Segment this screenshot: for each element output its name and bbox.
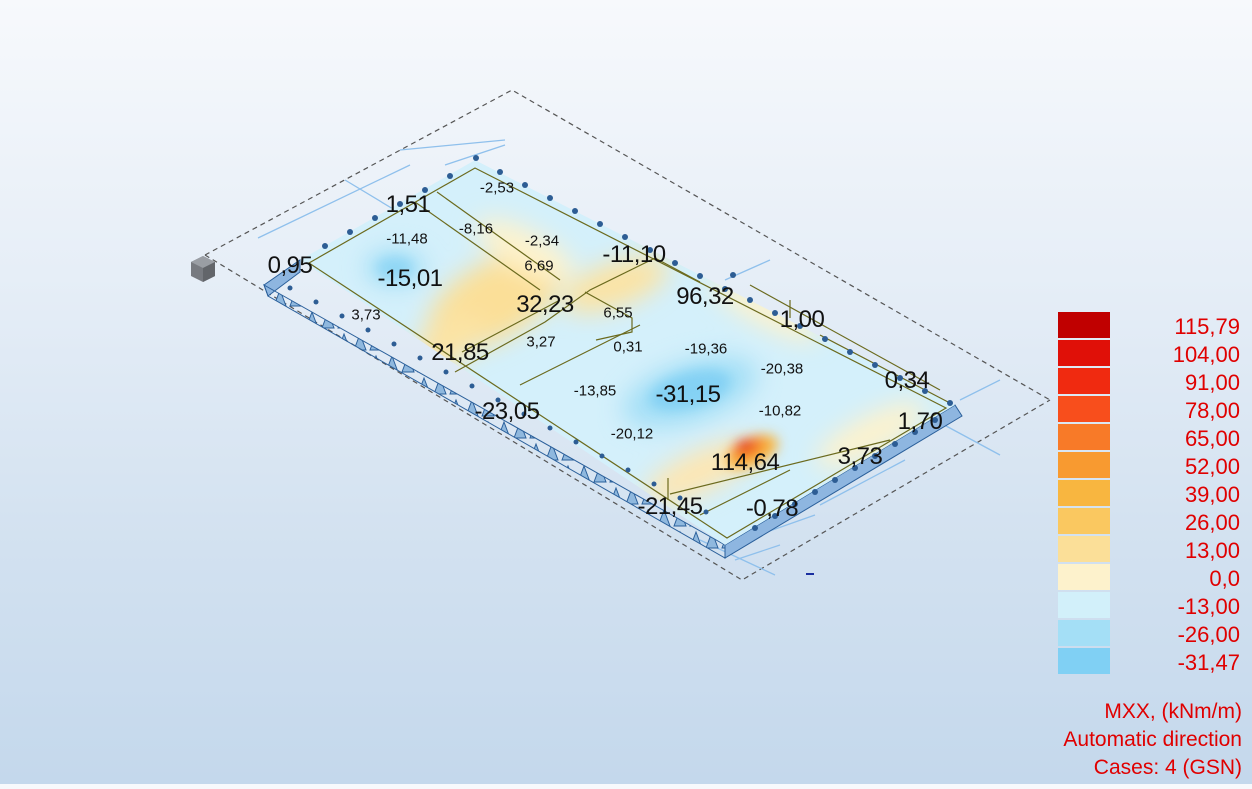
legend-value: 78,00 <box>1184 398 1240 423</box>
legend-cases: Cases: 4 (GSN) <box>1093 756 1242 779</box>
value-label: 3,73 <box>351 306 381 324</box>
legend-value: -13,00 <box>1177 594 1240 619</box>
legend-row: 91,00 <box>1058 368 1248 395</box>
value-label: 3,27 <box>526 333 556 351</box>
legend-direction: Automatic direction <box>1063 728 1242 751</box>
value-label: -2,53 <box>479 179 515 197</box>
legend-quantity: MXX, (kNm/m) <box>1104 700 1242 723</box>
value-label: -8,16 <box>458 220 494 238</box>
value-label: -0,78 <box>745 495 799 522</box>
value-label: 0,95 <box>267 252 313 279</box>
legend-value: 65,00 <box>1184 426 1240 451</box>
value-label: 0,31 <box>613 338 643 356</box>
value-label: 96,32 <box>676 283 734 310</box>
legend-row: 115,79 <box>1058 312 1248 339</box>
value-label: -2,34 <box>524 232 560 250</box>
legend-row: 13,00 <box>1058 536 1248 563</box>
legend-swatch <box>1058 536 1110 562</box>
legend-info: MXX, (kNm/m) Automatic direction Cases: … <box>1063 698 1242 782</box>
legend-value: 104,00 <box>1172 342 1240 367</box>
legend-row: 104,00 <box>1058 340 1248 367</box>
legend-swatch <box>1058 340 1110 366</box>
legend-swatch <box>1058 564 1110 590</box>
legend-swatch <box>1058 592 1110 618</box>
legend-value: 13,00 <box>1184 538 1240 563</box>
legend-row: 0,0 <box>1058 564 1248 591</box>
legend-swatch <box>1058 368 1110 394</box>
legend-swatch <box>1058 312 1110 338</box>
panel-lines <box>307 167 949 539</box>
legend-value: 39,00 <box>1184 482 1240 507</box>
legend-row: 65,00 <box>1058 424 1248 451</box>
value-label: 1,70 <box>897 408 943 435</box>
legend-swatch <box>1058 480 1110 506</box>
value-label: 21,85 <box>431 339 489 366</box>
legend-row: 39,00 <box>1058 480 1248 507</box>
legend-swatch <box>1058 396 1110 422</box>
value-label: -31,15 <box>655 381 721 408</box>
legend-row: -13,00 <box>1058 592 1248 619</box>
legend-row: 26,00 <box>1058 508 1248 535</box>
legend-value: -26,00 <box>1177 622 1240 647</box>
value-label: -21,45 <box>637 493 703 520</box>
legend-swatch <box>1058 648 1110 674</box>
value-label: 3,73 <box>837 443 883 470</box>
value-label: 32,23 <box>516 291 574 318</box>
legend-row: -26,00 <box>1058 620 1248 647</box>
legend-value: 115,79 <box>1174 314 1240 339</box>
value-label: -15,01 <box>377 265 443 292</box>
value-label: -10,82 <box>758 402 802 420</box>
value-label: -11,10 <box>602 241 666 268</box>
bounding-box-outline <box>204 89 1051 581</box>
value-label: -11,48 <box>386 230 428 248</box>
legend-value: 26,00 <box>1184 510 1240 535</box>
grid-axis-lines <box>257 139 1001 576</box>
value-label: -23,05 <box>474 398 540 425</box>
view-cube-icon[interactable] <box>188 254 218 284</box>
value-label: -19,36 <box>684 340 728 358</box>
legend-swatch <box>1058 452 1110 478</box>
legend-value: 91,00 <box>1184 370 1240 395</box>
value-label: 6,55 <box>603 304 633 322</box>
legend-value: -31,47 <box>1177 650 1240 675</box>
value-label: -13,85 <box>573 382 617 400</box>
legend-swatch <box>1058 620 1110 646</box>
value-label: 1,51 <box>385 191 431 218</box>
value-label: -20,38 <box>760 360 804 378</box>
edge-support-markers <box>287 155 953 531</box>
legend-row: 52,00 <box>1058 452 1248 479</box>
value-label: -20,12 <box>610 425 654 443</box>
value-label: 114,64 <box>710 449 780 476</box>
value-label: 6,69 <box>524 257 554 275</box>
legend-swatch <box>1058 508 1110 534</box>
value-label: 0,34 <box>884 367 930 394</box>
legend-row: -31,47 <box>1058 648 1248 675</box>
legend-swatch <box>1058 424 1110 450</box>
legend-value: 0,0 <box>1209 566 1240 591</box>
legend-row: 78,00 <box>1058 396 1248 423</box>
slab-edges <box>263 259 963 559</box>
value-label: 1,00 <box>779 306 825 333</box>
legend-value: 52,00 <box>1184 454 1240 479</box>
